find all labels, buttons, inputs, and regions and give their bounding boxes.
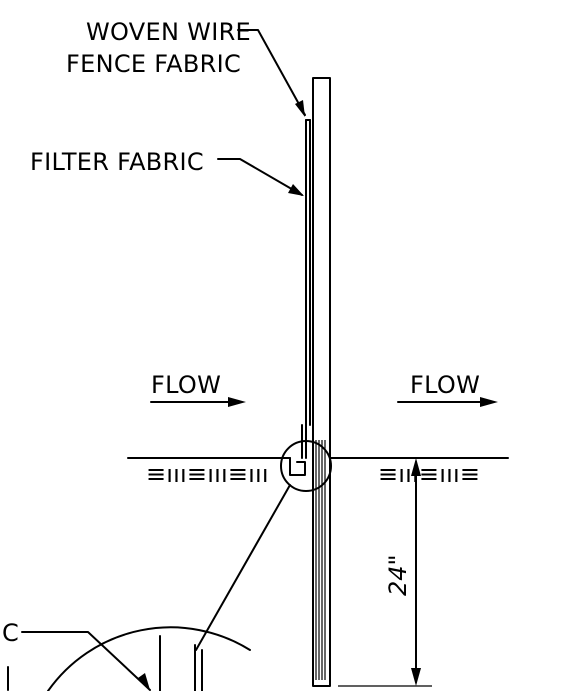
partial-label-arrowhead xyxy=(138,673,150,690)
buried-hatch-lines xyxy=(315,440,326,680)
filter-fabric-arrowhead xyxy=(288,184,304,196)
detail-callout-circle xyxy=(280,440,332,492)
flow-arrowhead-left xyxy=(228,397,246,407)
flow-arrowhead-right xyxy=(480,397,498,407)
depth-dimension-label: 24" xyxy=(384,554,412,596)
flow-label-right: FLOW xyxy=(410,371,480,399)
partial-label-c: C xyxy=(2,619,19,647)
ground-symbol-left: ≡ııı≡ııı≡ııı xyxy=(146,460,269,488)
fence-post xyxy=(312,77,331,687)
filter-fabric-trench-path xyxy=(289,457,306,476)
partial-label-leader xyxy=(21,631,151,691)
dimension-arrow-top xyxy=(411,458,421,476)
filter-fabric-leader xyxy=(217,158,303,196)
woven-wire-leader xyxy=(237,29,306,116)
ground-symbol-right: ≡ııı≡ııı≡ xyxy=(378,460,480,488)
detail-leader-line xyxy=(195,484,291,651)
flow-label-left: FLOW xyxy=(151,371,221,399)
woven-wire-arrowhead xyxy=(295,100,305,117)
woven-wire-label-line1: WOVEN WIRE xyxy=(86,18,251,46)
dimension-arrow-bottom xyxy=(411,668,421,686)
filter-fabric-label: FILTER FABRIC xyxy=(30,148,204,176)
enlarged-detail-circle xyxy=(47,626,251,691)
woven-wire-label-line2: FENCE FABRIC xyxy=(66,50,241,78)
